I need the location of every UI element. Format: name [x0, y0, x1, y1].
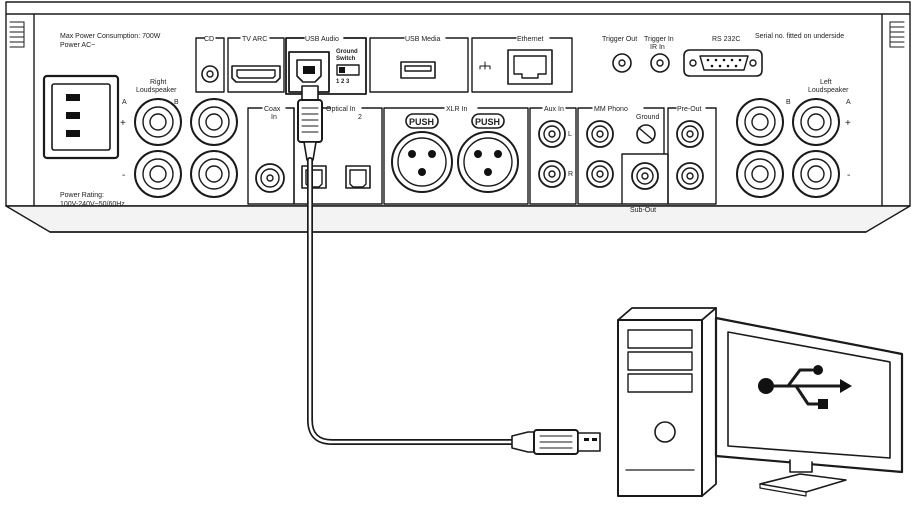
xlr-in-section: XLR In PUSH PUSH — [383, 106, 529, 205]
usb-media-section: USB Media — [369, 36, 469, 93]
left-speaker-label-2: Loudspeaker — [808, 87, 849, 94]
rca-jack[interactable] — [631, 162, 659, 190]
rca-jack[interactable] — [538, 160, 566, 188]
coax-in-label: In — [271, 114, 277, 121]
trigger-out-jack[interactable] — [612, 53, 632, 73]
push-label: PUSH — [475, 117, 500, 127]
ground-switch-positions: 1 2 3 — [336, 79, 350, 85]
optical-in-label: Optical In — [326, 106, 356, 113]
right-speaker-label: Right — [150, 79, 166, 86]
cd-section: CD — [195, 36, 225, 93]
aux-in-label: Aux In — [544, 106, 564, 113]
cd-jack[interactable] — [201, 65, 219, 83]
rs232-label: RS 232C — [712, 36, 740, 43]
left-plus-label: + — [845, 118, 851, 129]
pre-out-label: Pre-Out — [677, 106, 702, 113]
serial-note: Serial no. fitted on underside — [755, 33, 844, 40]
usb-cable — [297, 85, 601, 455]
monitor — [714, 316, 904, 497]
speaker-post[interactable] — [736, 150, 784, 198]
speaker-post[interactable] — [792, 98, 840, 146]
right-a-label: A — [122, 99, 127, 106]
aux-l-mark: L — [568, 131, 572, 138]
amplifier-rear-panel — [5, 1, 911, 233]
left-b-label: B — [786, 99, 791, 106]
speaker-post[interactable] — [190, 98, 238, 146]
coax-jack[interactable] — [255, 163, 285, 193]
ground-switch-label-2: Switch — [336, 56, 356, 62]
coax-label: Coax — [264, 106, 281, 113]
left-vents — [9, 21, 25, 48]
xlr-connector-left[interactable]: PUSH — [391, 113, 453, 193]
usb-a-port[interactable] — [400, 61, 436, 79]
aux-r-mark: R — [568, 171, 573, 178]
ground-label: Ground — [636, 114, 659, 121]
trigger-in-jack[interactable] — [650, 53, 670, 73]
usb-audio-section: USB Audio Ground Switch 1 2 3 — [285, 36, 367, 95]
usb-media-label: USB Media — [405, 36, 441, 43]
ground-terminal[interactable] — [636, 124, 656, 144]
left-minus-label: - — [847, 170, 850, 181]
speaker-post[interactable] — [134, 98, 182, 146]
right-vents — [889, 21, 905, 48]
rca-jack[interactable] — [586, 120, 614, 148]
ground-switch-label: Ground — [336, 49, 358, 55]
ethernet-section: Ethernet — [471, 36, 573, 93]
speaker-post[interactable] — [134, 150, 182, 198]
rs232-port[interactable] — [683, 49, 763, 77]
rca-jack[interactable] — [676, 120, 704, 148]
power-inlet[interactable] — [42, 74, 120, 160]
right-minus-label: - — [122, 170, 125, 181]
optical-port-2[interactable] — [345, 165, 371, 189]
tv-arc-section: TV ARC — [227, 36, 285, 93]
rca-jack[interactable] — [586, 160, 614, 188]
pc-tower — [617, 307, 717, 497]
mm-phono-label: MM Phono — [594, 106, 628, 113]
left-a-label: A — [846, 99, 851, 106]
speaker-post[interactable] — [190, 150, 238, 198]
power-ac-text: Power AC~ — [60, 42, 95, 49]
rca-jack[interactable] — [676, 162, 704, 190]
speaker-post[interactable] — [792, 150, 840, 198]
right-loudspeaker-terminals[interactable]: Right Loudspeaker A B + - — [120, 79, 238, 198]
network-icon — [479, 61, 491, 70]
ir-in-label: IR In — [650, 44, 665, 51]
optical-in-section: Optical In 1 2 — [293, 106, 383, 205]
ethernet-port[interactable] — [507, 49, 553, 85]
power-rating-value: 100V-240V~50/60Hz — [60, 201, 125, 208]
aux-in-section: Aux In L R — [529, 106, 577, 205]
left-loudspeaker-terminals[interactable]: Left Loudspeaker B A + - — [736, 79, 851, 198]
sub-out-label: Sub-Out — [630, 207, 656, 214]
pre-out-section: Pre-Out — [667, 106, 717, 205]
usb-a-plug — [511, 429, 601, 455]
cd-label: CD — [204, 36, 214, 43]
computer — [617, 307, 904, 497]
trigger-out-label: Trigger Out — [602, 36, 637, 43]
optical-2-label: 2 — [358, 114, 362, 121]
power-rating-label: Power Rating: — [60, 192, 104, 199]
xlr-connector-right[interactable]: PUSH — [457, 113, 519, 193]
ethernet-label: Ethernet — [517, 36, 544, 43]
hdmi-port[interactable] — [231, 65, 281, 83]
right-speaker-label-2: Loudspeaker — [136, 87, 177, 94]
right-b-label: B — [174, 99, 179, 106]
mm-phono-section: MM Phono Ground — [577, 106, 665, 205]
ground-switch[interactable] — [336, 64, 360, 76]
speaker-post[interactable] — [736, 98, 784, 146]
usb-icon — [758, 365, 852, 409]
xlr-in-label: XLR In — [446, 106, 468, 113]
push-label: PUSH — [409, 117, 434, 127]
right-plus-label: + — [120, 118, 126, 129]
rca-jack[interactable] — [538, 120, 566, 148]
left-speaker-label: Left — [820, 79, 832, 86]
optical-port-1[interactable] — [301, 165, 327, 189]
tv-arc-label: TV ARC — [242, 36, 267, 43]
trigger-in-label: Trigger In — [644, 36, 674, 43]
usb-audio-label: USB Audio — [305, 36, 339, 43]
max-power-text: Max Power Consumption: 700W — [60, 33, 161, 40]
coax-in-section: Coax In — [247, 106, 295, 205]
